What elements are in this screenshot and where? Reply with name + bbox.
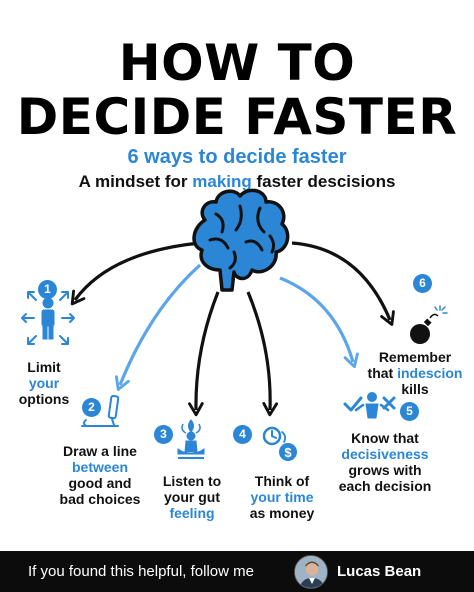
step5-line1: Know that [351, 430, 419, 446]
pen-line-icon [81, 394, 120, 427]
step1-highlight: your [28, 375, 60, 391]
step2-highlight: between [71, 459, 128, 475]
page-subtitle: 6 ways to decide faster [127, 146, 347, 168]
step-label-5: Know that decisiveness grows with each d… [326, 430, 444, 494]
step1-line1: Limit [27, 359, 61, 375]
arrow-to-step6 [291, 241, 395, 326]
step-label-2: Draw a line between good and bad choices [50, 443, 150, 507]
tagline-post: faster descisions [251, 172, 396, 191]
person-check-x-icon [343, 392, 396, 419]
arrow-to-step3 [188, 291, 220, 417]
step5-highlight: decisiveness [341, 446, 429, 462]
meditation-icon [177, 419, 205, 459]
step6-line3: kills [401, 381, 429, 397]
step5-line4: each decision [338, 478, 432, 494]
step3-line1: Listen to [162, 473, 222, 489]
step-badge-1: 1 [38, 280, 57, 299]
avatar-portrait-icon [295, 556, 327, 588]
arrow-to-step2 [114, 263, 202, 391]
arrow-to-step5 [279, 276, 359, 369]
step5-line3: grows with [348, 462, 422, 478]
step4-line1: Think of [254, 473, 310, 489]
step2-line4: bad choices [59, 491, 141, 507]
step-label-4: Think of your time as money [240, 473, 324, 521]
tagline-highlight: making [192, 172, 252, 191]
svg-text:$: $ [284, 445, 292, 460]
step6-highlight: indescion [397, 365, 463, 381]
step-label-3: Listen to your gut feeling [150, 473, 234, 521]
step6-line1: Remember [378, 349, 452, 365]
step-label-6: Remember that indescion kills [360, 349, 470, 397]
page-title-line2: DECIDE FASTER [16, 88, 458, 146]
clock-dollar-icon: $ [262, 426, 297, 461]
step-badge-2: 2 [82, 398, 101, 417]
step6-line2-pre: that [367, 365, 398, 381]
step-badge-4: 4 [233, 425, 252, 444]
step-label-1: Limit your options [6, 359, 82, 407]
step2-line3: good and [68, 475, 132, 491]
page-tagline: A mindset for making faster descisions [0, 172, 474, 192]
footer-text: If you found this helpful, follow me [28, 563, 254, 580]
page-title-line1: HOW TO [118, 34, 356, 92]
author-name[interactable]: Lucas Bean [337, 563, 422, 580]
step1-line3: options [18, 391, 70, 407]
step2-line1: Draw a line [63, 443, 137, 459]
avatar[interactable] [294, 555, 328, 589]
tagline-pre: A mindset for [78, 172, 193, 191]
brain-icon [192, 188, 290, 292]
step4-line3: as money [249, 505, 315, 521]
footer-bar [0, 551, 474, 592]
step3-highlight: feeling [169, 505, 215, 521]
arrow-to-step1 [70, 241, 201, 306]
step4-highlight: your time [250, 489, 314, 505]
person-expand-icon [21, 291, 75, 345]
step-badge-5: 5 [400, 402, 419, 421]
arrow-to-step4 [246, 291, 279, 417]
step3-line2: your gut [164, 489, 220, 505]
bomb-icon [410, 305, 448, 344]
step-badge-6: 6 [413, 274, 432, 293]
step-badge-3: 3 [154, 425, 173, 444]
